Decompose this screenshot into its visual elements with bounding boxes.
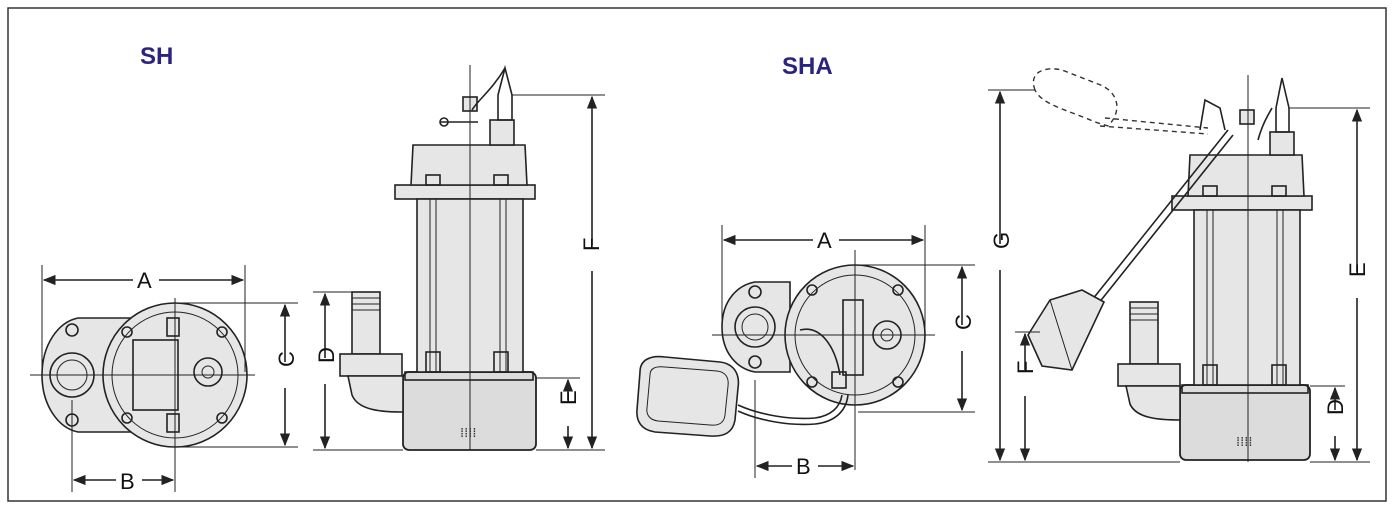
sha-dim-g: G — [988, 89, 1180, 463]
svg-text:B: B — [796, 454, 811, 479]
svg-text:B: B — [120, 469, 135, 494]
svg-text:⁞⁞⁞⁞: ⁞⁞⁞⁞ — [460, 426, 477, 441]
sh-title: SH — [140, 43, 173, 70]
sh-vent-holes-icon: ⁞⁞⁞⁞ — [460, 426, 477, 441]
sh-dim-a: A — [41, 265, 246, 372]
svg-text:E: E — [1345, 262, 1370, 277]
sh-dim-b: B — [71, 400, 176, 494]
svg-text:C: C — [274, 351, 299, 367]
sha-dim-a: A — [721, 225, 926, 330]
sh-pump-side-view: ⁞⁞⁞⁞ — [339, 64, 537, 451]
sha-title: SHA — [782, 53, 833, 80]
sha-dim-c: C — [858, 264, 976, 413]
svg-text:D: D — [1323, 399, 1348, 415]
sh-dim-f: F — [512, 94, 605, 450]
sha-dim-b: B — [754, 380, 855, 479]
sha-dim-d: D — [1310, 385, 1370, 463]
sh-dim-e: E — [536, 377, 605, 451]
svg-text:A: A — [817, 228, 832, 253]
svg-text:A: A — [137, 268, 152, 293]
svg-text:⁞⁞⁞⁞: ⁞⁞⁞⁞ — [1236, 435, 1253, 450]
sha-pump-side-view: ⁞⁞⁞⁞ — [1027, 68, 1313, 462]
sha-dim-f: F — [1013, 331, 1040, 462]
svg-text:F: F — [579, 238, 604, 251]
sh-plan-view — [30, 298, 255, 455]
sh-dim-c: C — [178, 302, 299, 448]
svg-text:D: D — [314, 347, 339, 363]
svg-text:F: F — [1013, 361, 1038, 374]
svg-text:C: C — [951, 314, 976, 330]
svg-text:E: E — [556, 390, 581, 405]
svg-text:G: G — [989, 232, 1014, 249]
sha-vent-holes-icon: ⁞⁞⁞⁞ — [1236, 435, 1253, 450]
sh-dim-d: D — [313, 291, 403, 451]
sha-dim-e: E — [1289, 107, 1370, 462]
sha-plan-view — [636, 250, 935, 470]
